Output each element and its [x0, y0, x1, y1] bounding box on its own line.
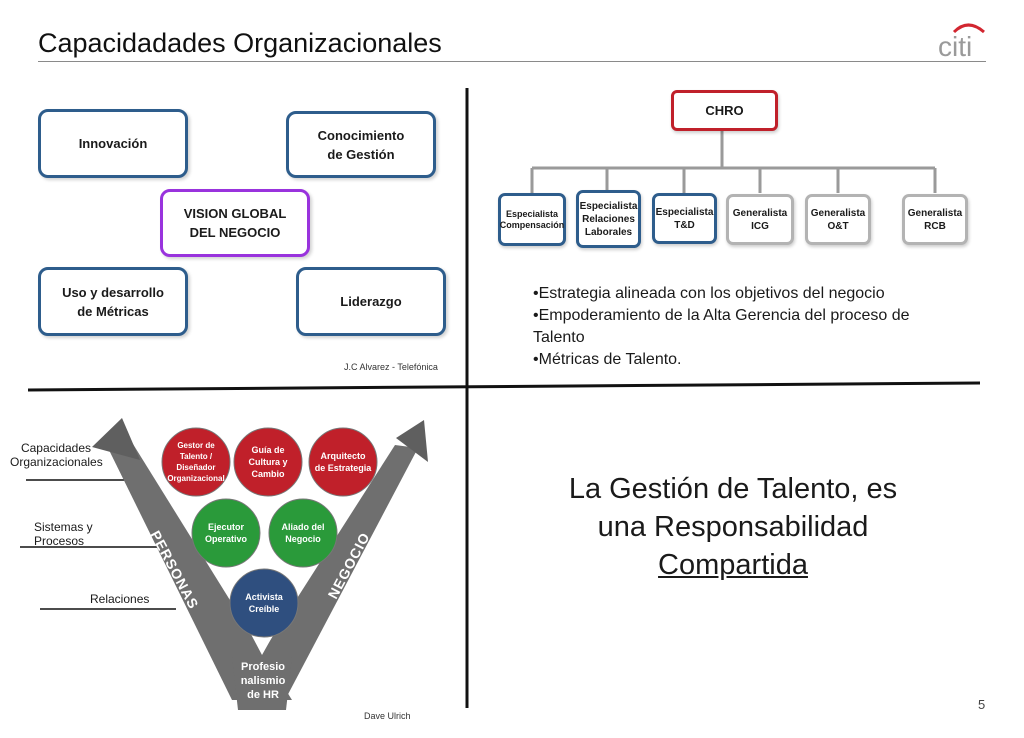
- title-divider: [38, 61, 986, 62]
- page-title: Capacidadades Organizacionales: [38, 28, 442, 58]
- page-number: 5: [978, 697, 986, 712]
- headline-statement: La Gestión de Talento, es una Responsabi…: [548, 470, 918, 584]
- credit-alvarez: J.C Alvarez - Telefónica: [344, 362, 438, 372]
- headline-line: La Gestión de Talento, es: [568, 473, 898, 505]
- headline-line: una Responsabilidad: [597, 511, 869, 543]
- citi-logo: citi: [938, 23, 985, 60]
- org-especialista-relaciones: Especialista Relaciones Laborales: [576, 190, 641, 248]
- org-especialista-compensacion: Especialista Compensación: [498, 193, 566, 246]
- org-especialista-td: Especialista T&D: [652, 193, 717, 244]
- capability-liderazgo: Liderazgo: [296, 267, 446, 336]
- capability-innovacion: Innovación: [38, 109, 188, 178]
- org-generalista-rcb: Generalista RCB: [902, 194, 968, 245]
- capability-vision-global: VISION GLOBAL DEL NEGOCIO: [160, 189, 310, 257]
- bullet-item: Métricas de Talento.: [533, 349, 933, 371]
- role-ejecutor-operativo: Ejecutor Operativo: [204, 522, 247, 544]
- org-chro: CHRO: [671, 90, 778, 131]
- level-relaciones: Relaciones: [90, 592, 150, 606]
- role-aliado-negocio: Aliado del Negocio: [281, 522, 325, 544]
- bullet-item: Empoderamiento de la Alta Gerencia del p…: [533, 305, 933, 349]
- level-sistemas: Sistemas y Procesos: [34, 520, 93, 548]
- role-activista-creible: Activista Creíble: [245, 592, 283, 614]
- role-arquitecto-estrategia: Arquitecto de Estrategia: [314, 451, 372, 473]
- org-generalista-icg: Generalista ICG: [726, 194, 794, 245]
- role-guia-cultura: Guía de Cultura y Cambio: [248, 445, 288, 479]
- talent-bullets: Estrategia alineada con los objetivos de…: [533, 283, 933, 371]
- capability-metricas: Uso y desarrollo de Métricas: [38, 267, 188, 336]
- capability-conocimiento: Conocimiento de Gestión: [286, 111, 436, 178]
- org-generalista-ot: Generalista O&T: [805, 194, 871, 245]
- bullet-item: Estrategia alineada con los objetivos de…: [533, 283, 933, 305]
- level-capacidades: Capacidades Organizacionales: [10, 441, 103, 469]
- logo-text: citi: [938, 31, 972, 60]
- credit-ulrich: Dave Ulrich: [364, 711, 411, 721]
- headline-line-underlined: Compartida: [658, 549, 808, 581]
- role-gestor-talento: Gestor de Talento / Diseñador Organizaci…: [167, 441, 225, 483]
- base-profesionalismo: Profesio nalismio de HR: [240, 661, 286, 701]
